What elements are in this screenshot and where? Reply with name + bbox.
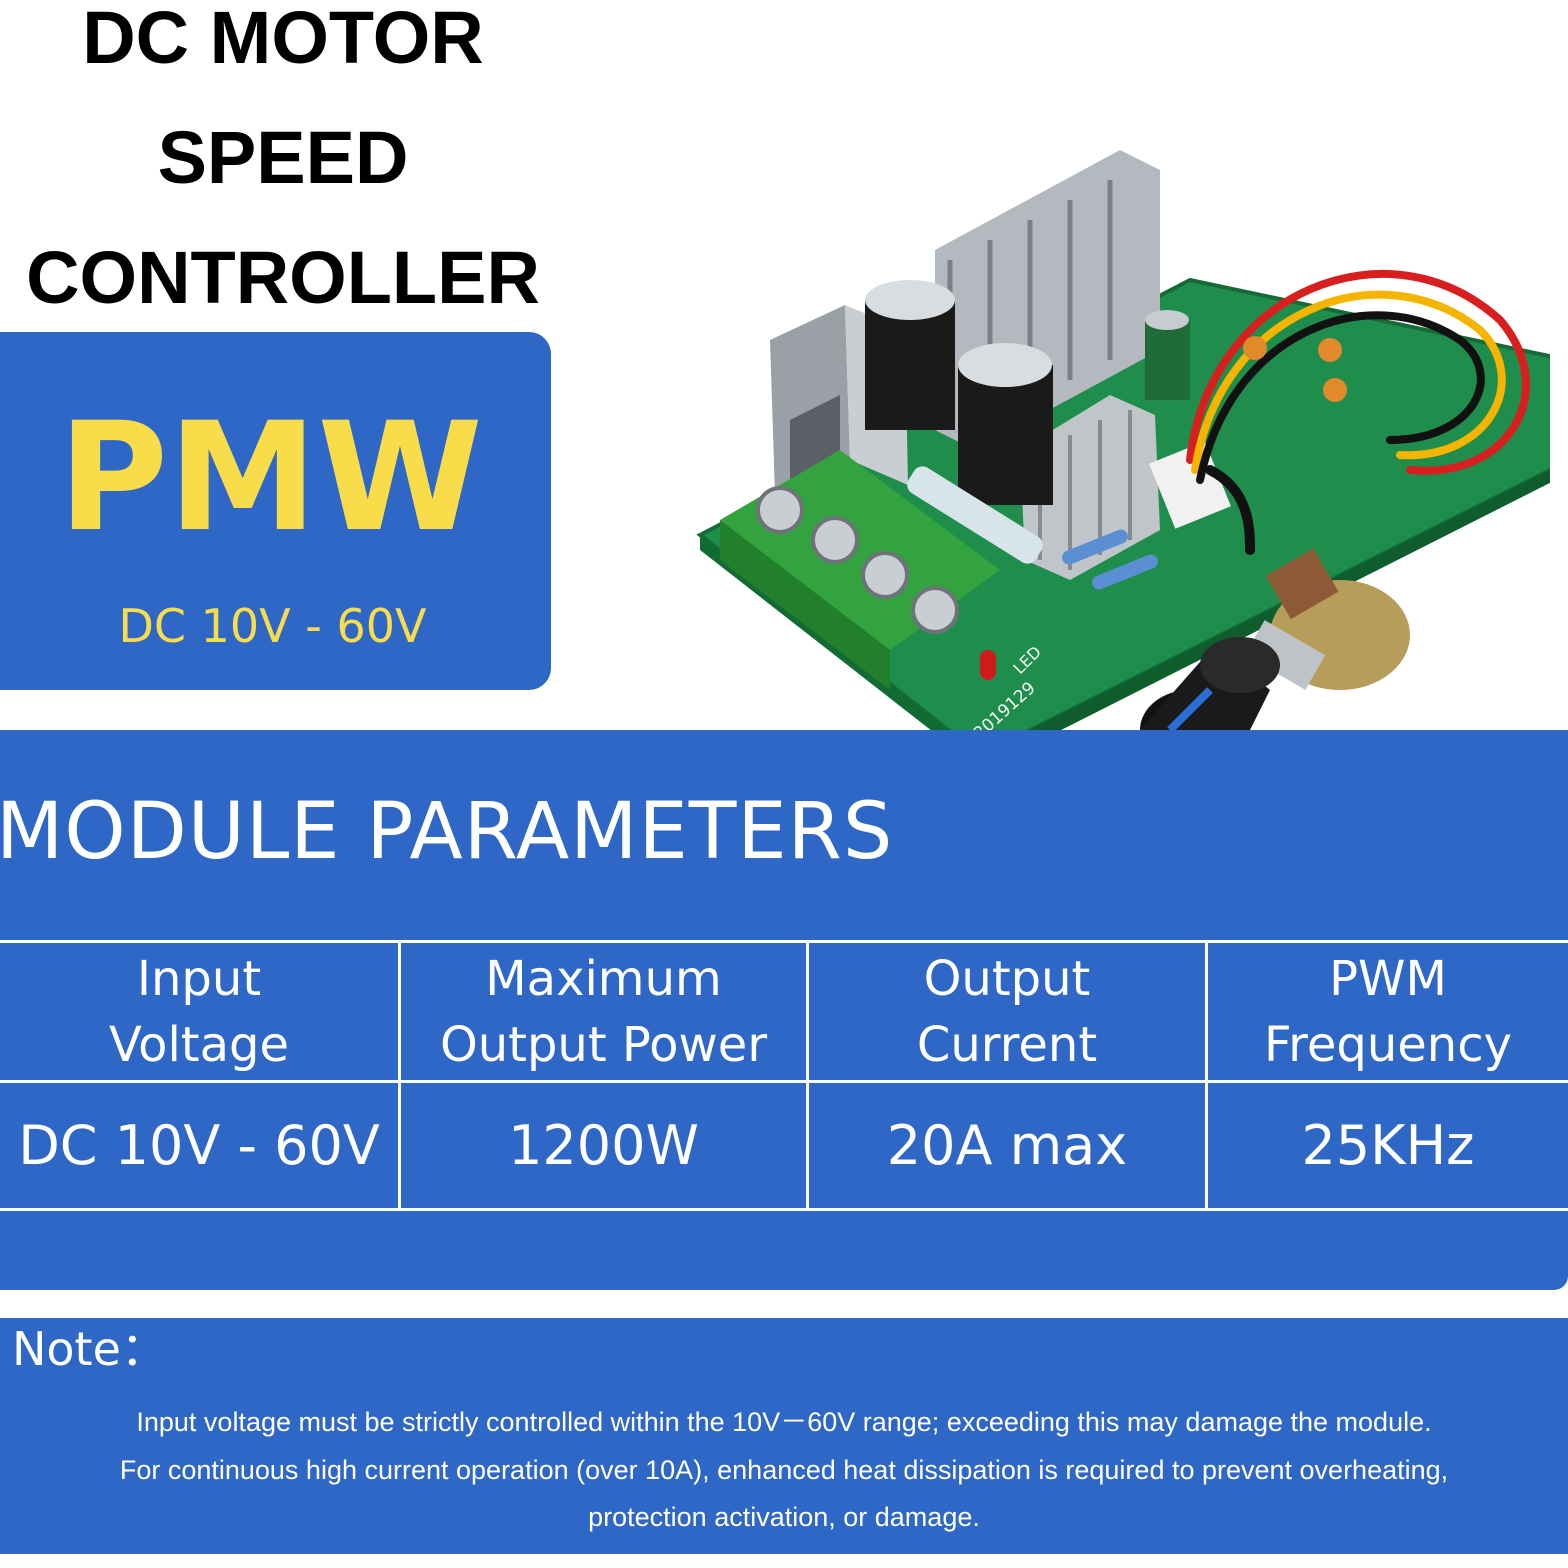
controller-board-image: LED 2019129 (696, 150, 1550, 770)
note-label: Note： (12, 1322, 167, 1376)
table-col-divider-3 (1205, 940, 1208, 1211)
terminal-block (720, 450, 1000, 690)
potentiometer (1244, 548, 1410, 690)
table-col-divider-2 (806, 940, 809, 1211)
parameters-heading: MODULE PARAMETERS (0, 787, 894, 877)
title-line-3: CONTROLLER (26, 236, 540, 319)
control-wires (1186, 269, 1530, 555)
table-bottom-border (0, 1208, 1568, 1211)
pmw-badge-card (0, 332, 551, 690)
title-line-1: DC MOTOR (82, 0, 484, 79)
table-header-divider (0, 1080, 1568, 1083)
note-panel (0, 1318, 1568, 1554)
fuse (907, 466, 1043, 564)
table-value-pwm-frequency: 25KHz (1301, 1113, 1475, 1177)
capacitor-2 (958, 343, 1053, 505)
note-line-3: protection activation, or damage. (588, 1502, 980, 1532)
parameters-panel (0, 730, 1568, 1290)
capacitor-small (1145, 310, 1190, 400)
table-top-border (0, 940, 1568, 943)
pmw-badge-voltage: DC 10V - 60V (118, 599, 427, 653)
note-line-1: Input voltage must be strictly controlle… (136, 1407, 1432, 1437)
pmw-badge-title: PMW (58, 391, 483, 565)
capacitor-1 (865, 280, 955, 430)
table-value-max-output-power: 1200W (508, 1113, 699, 1177)
title-line-2: SPEED (157, 116, 409, 199)
table-value-output-current: 20A max (886, 1113, 1128, 1177)
product-title: DC MOTOR SPEED CONTROLLER (0, 0, 566, 338)
table-value-input-voltage: DC 10V - 60V (18, 1113, 380, 1177)
note-line-2: For continuous high current operation (o… (119, 1455, 1449, 1485)
table-col-divider-1 (398, 940, 401, 1211)
